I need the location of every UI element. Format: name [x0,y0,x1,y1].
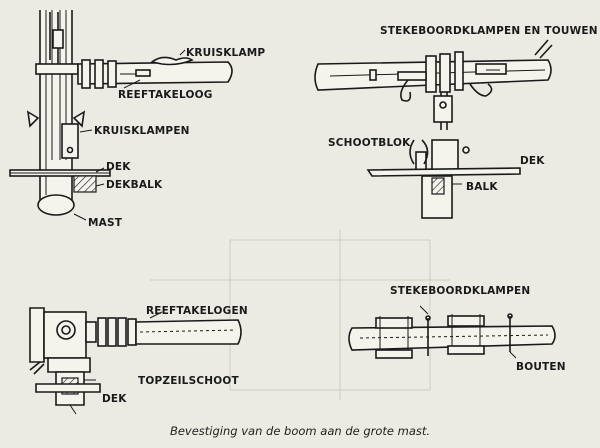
bottom-right-boom-detail [348,305,556,359]
mast-lower [29,307,45,363]
deck-right [366,167,521,177]
rope-right [469,83,493,97]
reef-cleat [135,69,151,77]
label-balk: BALK [466,181,498,193]
dekbalk-section [73,175,97,193]
block [52,29,64,49]
label-reeftakeloog: REEFTAKELOOG [118,89,213,101]
top-right-boom-detail [314,39,553,219]
label-dekbalk: DEKBALK [106,179,163,191]
stekeboordklamp-right [447,315,485,327]
bottom-left-topzeil-detail [29,307,242,415]
label-kruisklampen: KRUISKLAMPEN [94,125,190,137]
kruisklampen-block [61,123,79,159]
kruisklamp-cleat [150,56,194,66]
label-dek-bottom-left: DEK [102,393,127,405]
label-schootblok: SCHOOTBLOK [328,137,411,149]
label-kruisklamp: KRUISKLAMP [186,47,265,59]
label-reeftakelogen: REEFTAKELOGEN [146,305,248,317]
rope-left [400,79,412,102]
stekeboordklamp-left [375,317,413,329]
stekeboord-cleat [475,63,507,75]
boom-band [81,59,91,89]
mast-cross-section [37,194,75,216]
label-dek-top-right: DEK [520,155,545,167]
label-topzeilschoot: TOPZEILSCHOOT [138,375,239,387]
top-left-mast-detail [9,10,233,221]
background-ghost-lines [150,230,450,400]
label-mast: MAST [88,217,123,229]
schootblok-mount [431,139,459,173]
label-stekeboordklampen: STEKEBOORDKLAMPEN [390,285,530,297]
figure-caption: Bevestiging van de boom aan de grote mas… [169,424,431,438]
diagram-labels: KRUISKLAMP REEFTAKELOOG KRUISKLAMPEN DEK… [88,25,598,405]
boom-band-right [425,55,437,93]
label-bouten: BOUTEN [516,361,566,373]
label-stekeboordklampen-en-touwen: STEKEBOORDKLAMPEN EN TOUWEN [380,25,598,37]
boom-lower [135,319,242,345]
mast-band [35,63,79,75]
schootblok-block [433,95,453,123]
label-dek-top-left: DEK [106,161,131,173]
